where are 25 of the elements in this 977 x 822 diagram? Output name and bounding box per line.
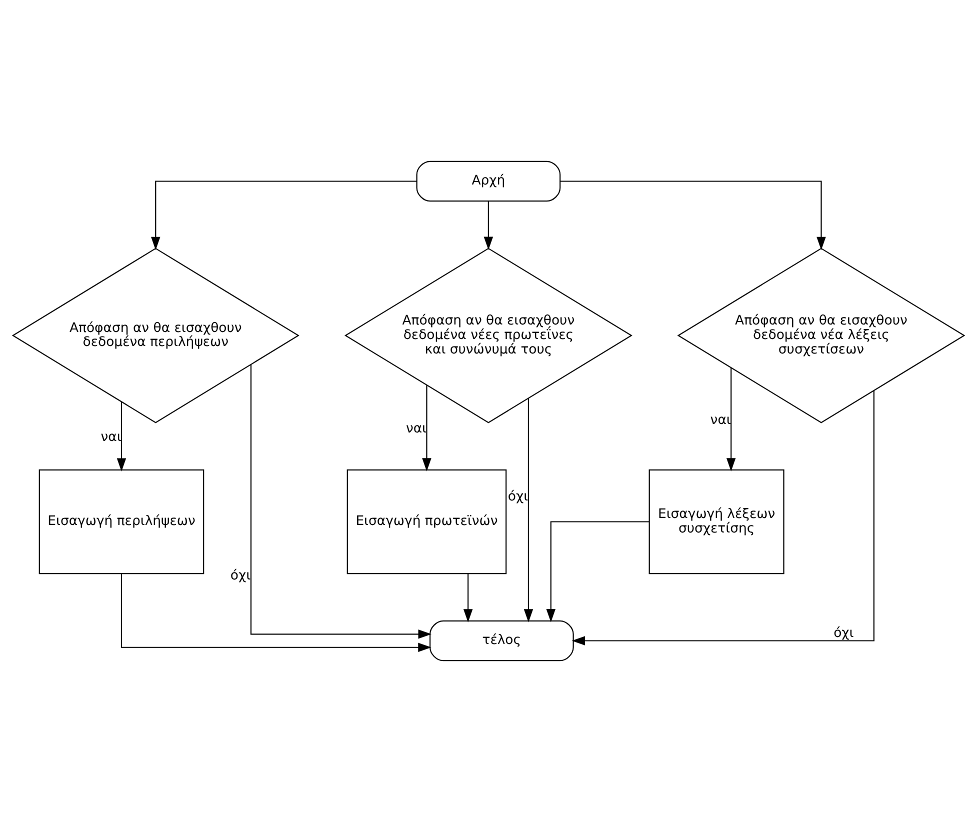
edge-label: ναι: [710, 412, 731, 428]
arrow: [151, 180, 417, 250]
edge-label: ναι: [406, 422, 427, 437]
arrow: [120, 574, 432, 652]
arrow: [484, 201, 494, 250]
arrow: [572, 390, 874, 646]
edge-label: όχι: [230, 568, 251, 584]
arrow: [726, 368, 736, 472]
node-box: Εισαγωγή λέξεων συσχετίσης: [648, 469, 784, 574]
arrow: [524, 398, 534, 622]
node-box: Αρχή: [416, 160, 561, 202]
node-diamond: Απόφαση αν θα εισαχθουν δεδομένα περιλήψεων: [12, 248, 300, 424]
arrow: [250, 364, 432, 639]
arrow: [560, 180, 826, 250]
node-diamond: Απόφαση αν θα εισαχθουν δεδομένα νέες πρωτεΐνες και συνώνυμά τους: [344, 248, 632, 424]
arrow: [546, 521, 650, 622]
arrow: [116, 402, 126, 472]
arrow: [463, 574, 473, 622]
node-box: τέλος: [429, 620, 574, 662]
node-box: Εισαγωγή πρωτεϊνών: [346, 469, 507, 574]
edge-label: όχι: [508, 489, 528, 504]
edge-label: ναι: [100, 430, 122, 446]
edge-label: όχι: [834, 626, 854, 642]
arrow: [422, 385, 432, 472]
node-box: Εισαγωγή περιλήψεων: [38, 469, 204, 574]
